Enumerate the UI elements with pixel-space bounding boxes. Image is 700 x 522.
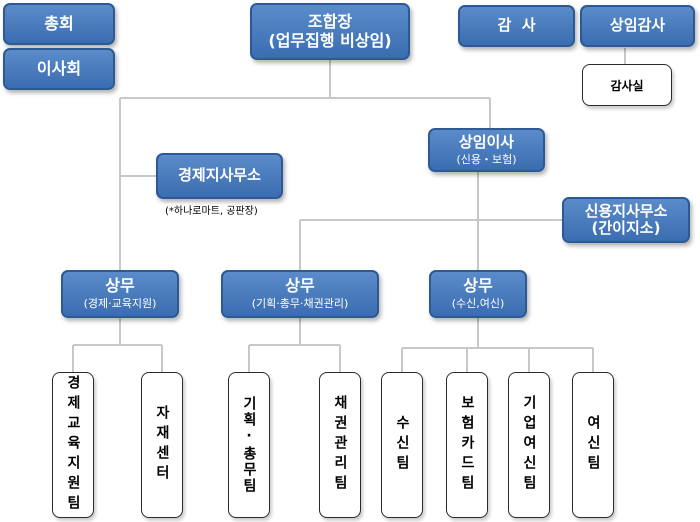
md-credit-subtitle: (수신,여신)	[451, 297, 505, 311]
econ-branch-box: 경제지사무소	[156, 153, 283, 199]
standing-auditor-box: 상임감사	[580, 5, 695, 47]
md-econ-box: 상무 (경제·교육지원)	[61, 270, 179, 318]
general-meeting-box: 총회	[3, 3, 115, 45]
chairman-title: 조합장	[307, 12, 353, 32]
team-insurance-card-box: 보험카드팀	[446, 372, 488, 518]
econ-branch-label: 경제지사무소	[178, 166, 261, 185]
standing-director-box: 상임이사 (신용・보험)	[428, 128, 545, 172]
team-deposit-box: 수신팀	[381, 372, 423, 518]
standing-director-title: 상임이사	[458, 132, 515, 151]
team-materials-box: 자재센터	[141, 372, 183, 518]
credit-branch-subtitle: (간이지소)	[591, 219, 661, 237]
team-corporate-loan-box: 기업여신팀	[508, 372, 550, 518]
team-econ-edu-box: 경제교육지원팀	[52, 372, 94, 518]
md-planning-box: 상무 (기획·총무·채권관리)	[221, 270, 379, 318]
md-credit-box: 상무 (수신,여신)	[429, 270, 527, 318]
audit-office-box: 감사실	[582, 64, 672, 106]
team-corporate-loan-label: 기업여신팀	[521, 395, 537, 495]
credit-branch-title: 신용지사무소	[584, 201, 668, 220]
team-bond-label: 채권관리팀	[332, 395, 348, 495]
credit-branch-box: 신용지사무소 (간이지소)	[562, 197, 690, 243]
econ-branch-note: (*하나로마트, 공판장)	[165, 206, 258, 217]
team-planning-box: 기획·총무팀	[228, 372, 270, 518]
team-bond-box: 채권관리팀	[319, 372, 361, 518]
standing-auditor-label: 상임감사	[609, 16, 666, 35]
team-econ-edu-label: 경제교육지원팀	[65, 375, 81, 515]
standing-director-subtitle: (신용・보험)	[456, 152, 517, 166]
team-deposit-label: 수신팀	[394, 415, 410, 475]
md-planning-subtitle: (기획·총무·채권관리)	[251, 297, 349, 311]
audit-office-label: 감사실	[610, 78, 644, 93]
md-planning-title: 상무	[285, 275, 315, 295]
chairman-subtitle: (업무집행 비상임)	[268, 30, 392, 50]
team-loan-box: 여신팀	[572, 372, 614, 518]
team-planning-label: 기획·총무팀	[241, 396, 257, 494]
md-credit-title: 상무	[463, 275, 493, 295]
team-loan-label: 여신팀	[585, 415, 601, 475]
team-materials-label: 자재센터	[154, 405, 170, 485]
auditor-box: 감 사	[458, 5, 575, 47]
md-econ-title: 상무	[105, 275, 135, 295]
md-econ-subtitle: (경제·교육지원)	[83, 297, 157, 311]
board-label: 이사회	[36, 58, 82, 78]
chairman-box: 조합장 (업무집행 비상임)	[250, 3, 410, 60]
auditor-label: 감 사	[497, 16, 536, 35]
board-box: 이사회	[3, 48, 115, 90]
general-meeting-label: 총회	[44, 13, 74, 33]
team-insurance-card-label: 보험카드팀	[459, 395, 475, 495]
